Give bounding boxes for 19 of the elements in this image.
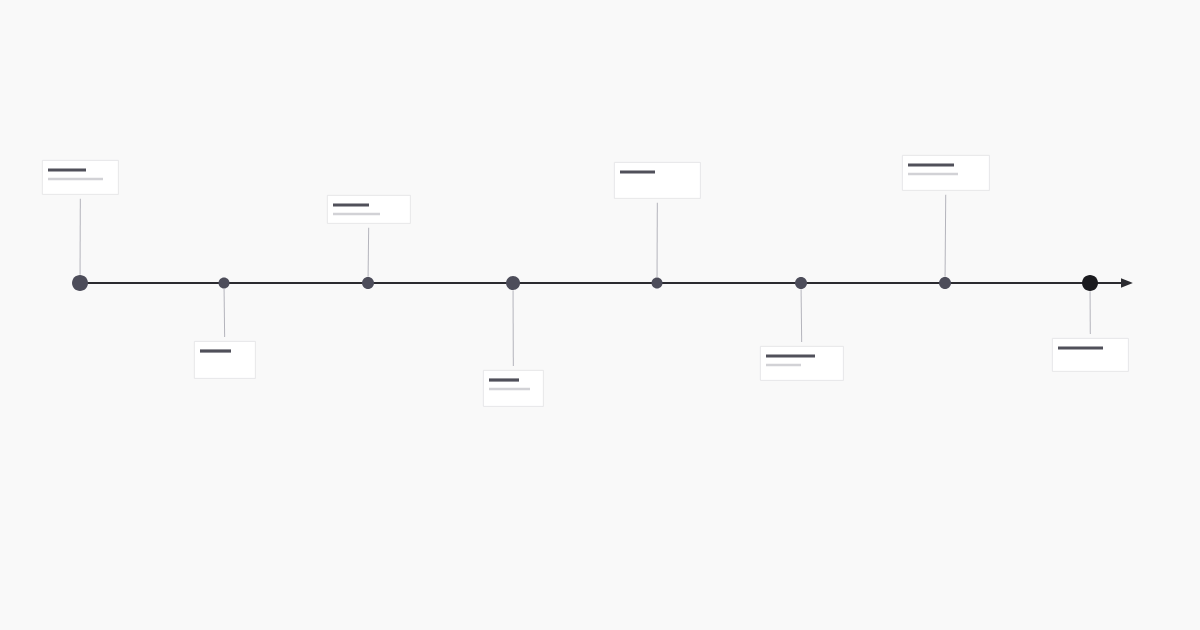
event-card xyxy=(760,346,844,381)
leader-line xyxy=(79,198,81,276)
event-card xyxy=(194,341,256,379)
timeline-dot xyxy=(72,275,88,291)
leader-line xyxy=(1089,290,1091,335)
timeline-dot xyxy=(506,276,520,290)
event-card xyxy=(483,370,544,407)
timeline-dot xyxy=(1082,275,1098,291)
event-card xyxy=(1052,338,1129,372)
event-card xyxy=(614,162,701,199)
leader-line xyxy=(223,288,226,338)
event-card xyxy=(327,195,411,224)
leader-line xyxy=(656,202,658,278)
event-card xyxy=(42,160,119,195)
leader-line xyxy=(800,288,803,343)
leader-line xyxy=(367,227,370,278)
leader-line xyxy=(512,289,514,367)
event-card xyxy=(902,155,990,191)
leader-line xyxy=(944,194,947,278)
